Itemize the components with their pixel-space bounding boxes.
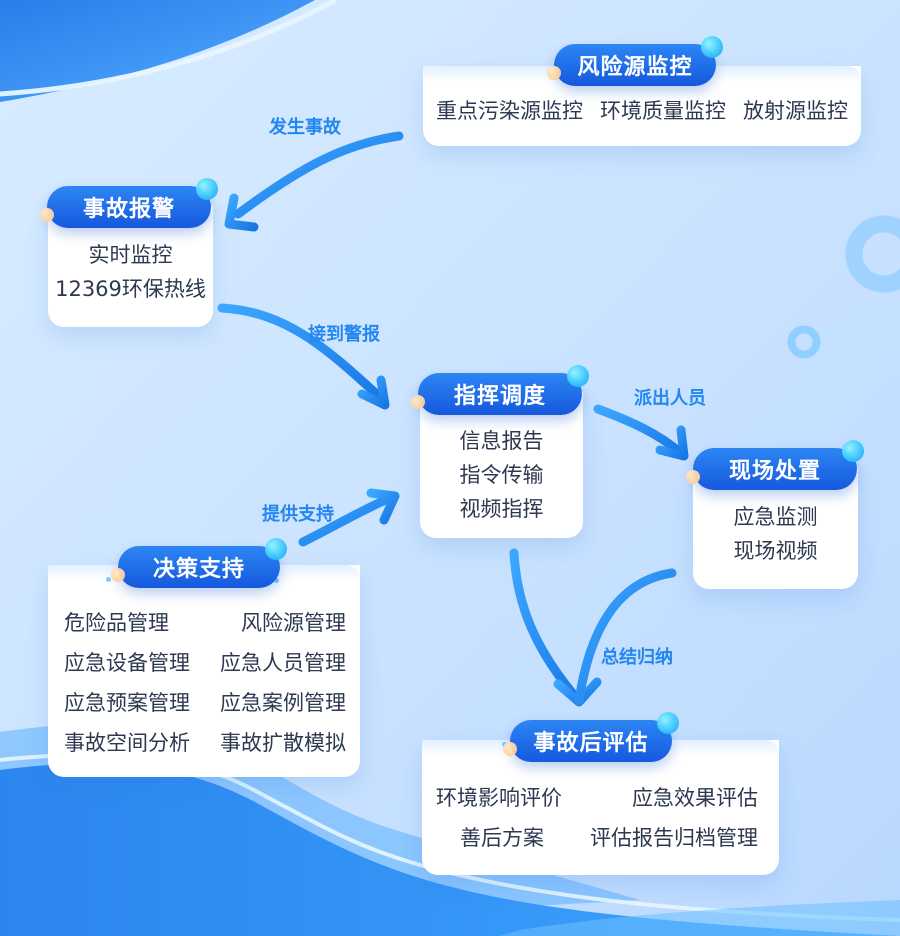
risk-monitor-item: 重点污染源监控 xyxy=(436,99,583,123)
decorative-dot xyxy=(106,577,111,582)
risk-monitor-items: 重点污染源监控 环境质量监控 放射源监控 xyxy=(436,94,848,128)
decision-support-item: 风险源管理 xyxy=(241,611,346,635)
edge-label-dispatch-personnel: 派出人员 xyxy=(634,388,706,409)
post-assessment-grid: 环境影响评价 应急效果评估 善后方案 评估报告归档管理 xyxy=(436,778,758,858)
decision-support-row: 事故空间分析 事故扩散模拟 xyxy=(64,723,346,763)
decision-support-item: 事故空间分析 xyxy=(64,731,190,755)
command-dispatch-items: 信息报告 指令传输 视频指挥 xyxy=(420,424,583,526)
post-assessment-item: 善后方案 xyxy=(460,826,544,850)
risk-monitor-item: 环境质量监控 xyxy=(600,99,726,123)
post-assessment-title: 事故后评估 xyxy=(503,712,679,762)
command-dispatch-title: 指挥调度 xyxy=(411,365,589,415)
post-assessment-item: 评估报告归档管理 xyxy=(590,826,758,850)
decision-support-title: 决策支持 xyxy=(111,538,287,588)
command-dispatch-item: 指令传输 xyxy=(459,463,544,487)
decision-support-item: 应急设备管理 xyxy=(64,651,190,675)
onsite-disposal-item: 现场视频 xyxy=(733,539,818,563)
post-assessment-row: 环境影响评价 应急效果评估 xyxy=(436,778,758,818)
risk-monitor-item: 放射源监控 xyxy=(743,99,848,123)
onsite-disposal-title: 现场处置 xyxy=(686,440,864,490)
accident-alarm-title: 事故报警 xyxy=(40,178,218,228)
decision-support-row: 应急预案管理 应急案例管理 xyxy=(64,683,346,723)
edge-label-receive-alarm: 接到警报 xyxy=(308,324,380,345)
onsite-disposal-item: 应急监测 xyxy=(733,505,818,529)
accident-alarm-item: 12369环保热线 xyxy=(55,277,206,301)
decorative-ring-small xyxy=(785,323,823,361)
decorative-dot xyxy=(274,578,279,583)
command-dispatch-item: 信息报告 xyxy=(459,429,544,453)
decision-support-item: 应急案例管理 xyxy=(220,691,346,715)
edge-label-occur-accident: 发生事故 xyxy=(269,117,341,138)
post-assessment-row: 善后方案 评估报告归档管理 xyxy=(436,818,758,858)
command-dispatch-item: 视频指挥 xyxy=(459,497,544,521)
onsite-disposal-items: 应急监测 现场视频 xyxy=(693,500,858,568)
edge-label-provide-support: 提供支持 xyxy=(262,504,334,525)
decision-support-item: 应急预案管理 xyxy=(64,691,190,715)
accident-alarm-items: 实时监控 12369环保热线 xyxy=(48,238,213,306)
accident-alarm-item: 实时监控 xyxy=(88,243,173,267)
decision-support-item: 应急人员管理 xyxy=(220,651,346,675)
decision-support-grid: 危险品管理 风险源管理 应急设备管理 应急人员管理 应急预案管理 应急案例管理 … xyxy=(64,603,346,763)
edge-label-summarize: 总结归纳 xyxy=(601,647,673,668)
risk-monitor-title: 风险源监控 xyxy=(547,36,723,86)
post-assessment-item: 应急效果评估 xyxy=(632,786,758,810)
decision-support-item: 危险品管理 xyxy=(64,611,169,635)
decision-support-row: 危险品管理 风险源管理 xyxy=(64,603,346,643)
decision-support-item: 事故扩散模拟 xyxy=(220,731,346,755)
post-assessment-item: 环境影响评价 xyxy=(436,786,562,810)
decision-support-row: 应急设备管理 应急人员管理 xyxy=(64,643,346,683)
